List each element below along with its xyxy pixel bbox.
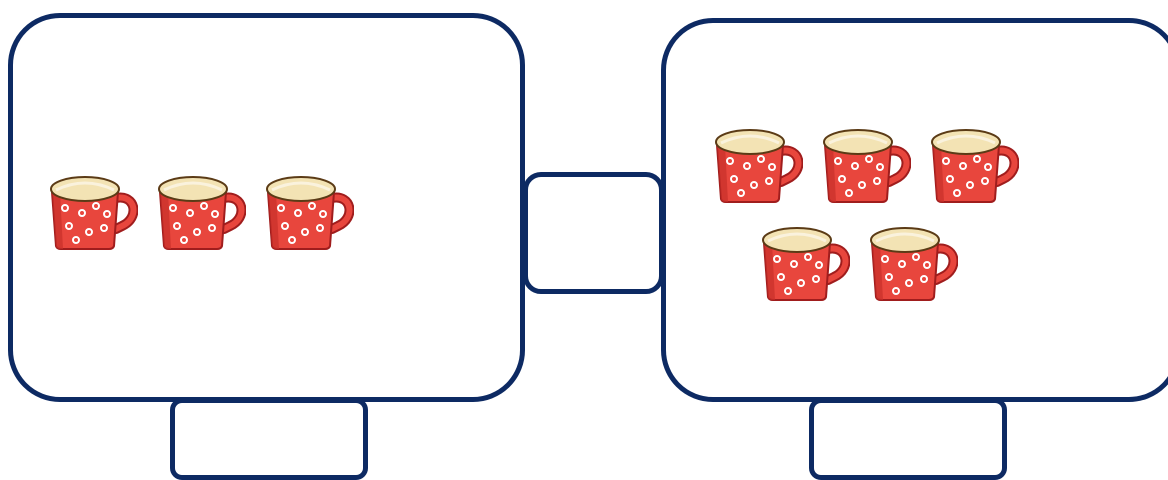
right-group-panel xyxy=(661,18,1168,402)
left-group-cup-icon xyxy=(262,174,354,250)
right-group-cup-icon xyxy=(927,127,1019,203)
right-group-cup-icon xyxy=(758,225,850,301)
right-group-cup-icon xyxy=(866,225,958,301)
left-count-answer-box[interactable] xyxy=(170,398,368,480)
right-group-cup-icon xyxy=(711,127,803,203)
left-group-cup-icon xyxy=(154,174,246,250)
right-group-cup-icon xyxy=(819,127,911,203)
right-count-answer-box[interactable] xyxy=(809,398,1007,480)
left-group-cup-icon xyxy=(46,174,138,250)
comparison-answer-box[interactable] xyxy=(523,172,664,294)
